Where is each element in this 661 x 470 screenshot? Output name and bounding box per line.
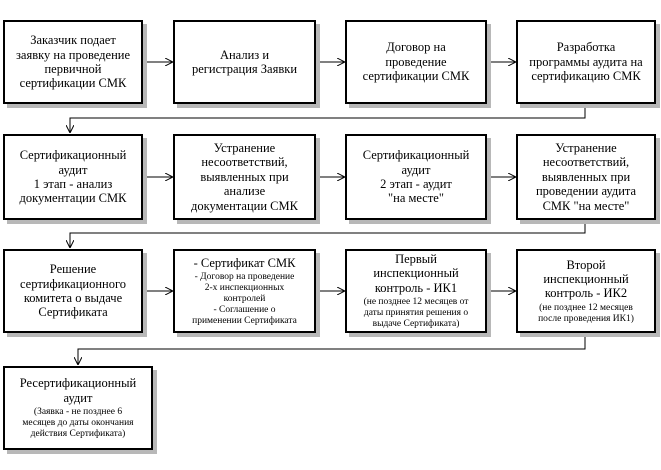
step-audit-stage1-text: Сертификационный аудит 1 этап - анализ д… bbox=[19, 148, 127, 206]
inspection-1-note: (не позднее 12 месяцев от даты принятия … bbox=[363, 297, 469, 330]
arrow-12-13 bbox=[78, 334, 586, 364]
recertification-note: (Заявка - не позднее 6 месяцев до даты о… bbox=[22, 406, 134, 439]
step-inspection-2: Второй инспекционный контроль - ИК2 (не … bbox=[516, 249, 656, 333]
step-certificate-documents: - Сертификат СМК - Договор на проведение… bbox=[173, 249, 316, 333]
inspection-1-title: Первый инспекционный контроль - ИК1 bbox=[373, 252, 459, 295]
step-fix-onsite-text: Устранение несоответствий, выявленных пр… bbox=[535, 141, 637, 213]
step-application: Заказчик подает заявку на проведение пер… bbox=[3, 20, 143, 104]
certificate-title: - Сертификат СМК bbox=[193, 255, 296, 270]
step-committee-decision: Решение сертификационного комитета о выд… bbox=[3, 249, 143, 333]
step-fix-onsite: Устранение несоответствий, выявленных пр… bbox=[516, 134, 656, 220]
arrow-4-5 bbox=[70, 104, 586, 132]
step-inspection-1: Первый инспекционный контроль - ИК1 (не … bbox=[345, 249, 487, 333]
step-analysis: Анализ и регистрация Заявки bbox=[173, 20, 316, 104]
step-application-text: Заказчик подает заявку на проведение пер… bbox=[15, 33, 130, 91]
step-contract-text: Договор на проведение сертификации СМК bbox=[362, 40, 470, 84]
inspection-2-note: (не позднее 12 месяцев после проведения … bbox=[538, 302, 634, 324]
step-audit-stage2: Сертификационный аудит 2 этап - аудит "н… bbox=[345, 134, 487, 220]
step-analysis-text: Анализ и регистрация Заявки bbox=[191, 47, 298, 76]
step-committee-decision-text: Решение сертификационного комитета о выд… bbox=[19, 262, 127, 320]
step-audit-stage2-text: Сертификационный аудит 2 этап - аудит "н… bbox=[362, 148, 470, 206]
inspection-2-title: Второй инспекционный контроль - ИК2 bbox=[543, 257, 629, 301]
certificate-items: - Договор на проведение 2-х инспекционны… bbox=[192, 271, 297, 326]
step-audit-program-text: Разработка программы аудита на сертифика… bbox=[529, 40, 643, 84]
arrow-8-9 bbox=[70, 220, 586, 247]
step-contract: Договор на проведение сертификации СМК bbox=[345, 20, 487, 104]
step-audit-stage1: Сертификационный аудит 1 этап - анализ д… bbox=[3, 134, 143, 220]
recertification-title: Ресертификационный аудит bbox=[19, 376, 137, 405]
step-recertification: Ресертификационный аудит (Заявка - не по… bbox=[3, 366, 153, 450]
step-fix-documentation-text: Устранение несоответствий, выявленных пр… bbox=[191, 141, 298, 213]
step-audit-program: Разработка программы аудита на сертифика… bbox=[516, 20, 656, 104]
step-fix-documentation: Устранение несоответствий, выявленных пр… bbox=[173, 134, 316, 220]
